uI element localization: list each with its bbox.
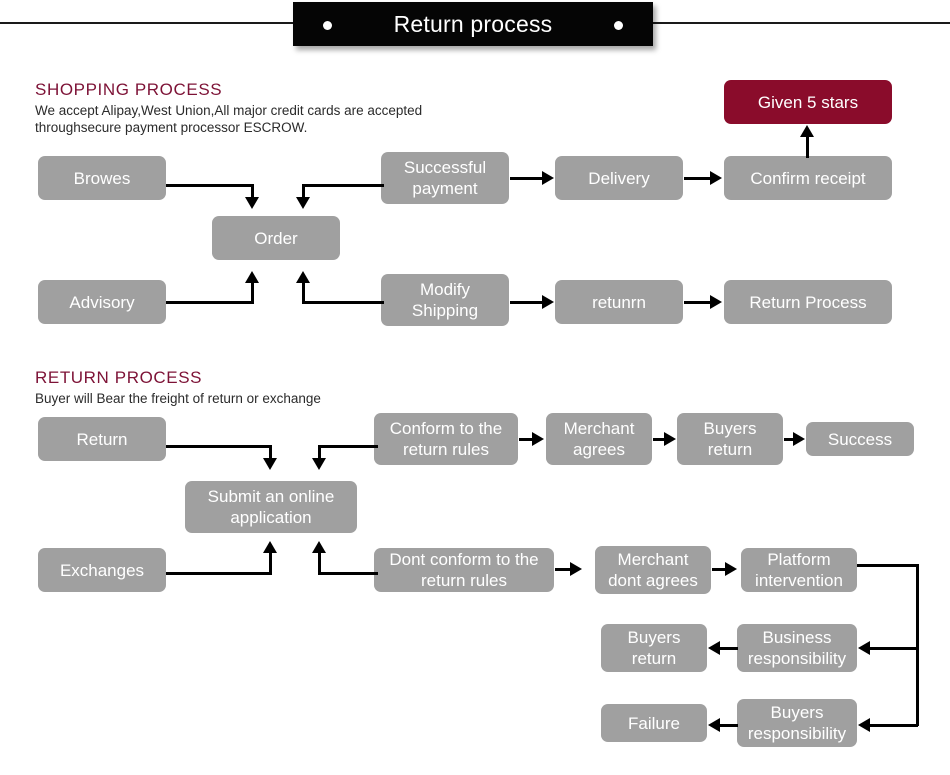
node-conform-rules[interactable]: Conform to the return rules [374, 413, 518, 465]
connector-payment-delivery [510, 177, 544, 180]
connector-platform-busbar-h [857, 564, 919, 567]
node-failure[interactable]: Failure [601, 704, 707, 742]
connector-return-submit-v [269, 445, 272, 461]
arrow-advisory-to-order [245, 271, 259, 283]
connector-browes-order-h [166, 184, 254, 187]
arrow-dontconform-to-merchantdont [570, 562, 582, 576]
arrow-merchantdont-to-platform [725, 562, 737, 576]
node-success[interactable]: Success [806, 422, 914, 456]
connector-retunrn-returnprocess [684, 301, 712, 304]
banner-left-dot-icon [323, 21, 332, 30]
connector-modify-retunrn [510, 301, 544, 304]
section-subtitle-shopping: We accept Alipay,West Union,All major cr… [35, 103, 423, 135]
arrow-confirm-to-stars [800, 125, 814, 137]
arrow-conform-to-submit [312, 458, 326, 470]
node-advisory[interactable]: Advisory [38, 280, 166, 324]
connector-busbar-v [916, 564, 919, 726]
connector-merchantdont-platform [712, 568, 726, 571]
connector-browes-order-v [251, 184, 254, 200]
page-title: Return process [393, 10, 553, 37]
node-submit-application[interactable]: Submit an online application [185, 481, 357, 533]
connector-delivery-confirm [684, 177, 712, 180]
node-buyers-responsibility[interactable]: Buyers responsibility [737, 699, 857, 747]
connector-advisory-order-v [251, 283, 254, 304]
connector-dontconform-submit-h [318, 572, 378, 575]
node-order[interactable]: Order [212, 216, 340, 260]
arrow-merchant-to-buyers [664, 432, 676, 446]
section-title-shopping: SHOPPING PROCESS [35, 80, 223, 99]
connector-conform-submit-h [318, 445, 378, 448]
connector-business-buyersreturn-h [720, 647, 738, 650]
arrow-dontconform-to-submit [312, 541, 326, 553]
node-business-responsibility[interactable]: Business responsibility [737, 624, 857, 672]
arrow-modify-to-order [296, 271, 310, 283]
node-merchant-dont-agrees[interactable]: Merchant dont agrees [595, 546, 711, 594]
arrow-modify-to-retunrn [542, 295, 554, 309]
connector-busbar-business-h [870, 647, 918, 650]
node-platform-intervention[interactable]: Platform intervention [741, 548, 857, 592]
arrow-payment-to-delivery [542, 171, 554, 185]
arrow-buyersresp-to-failure [708, 718, 720, 732]
connector-return-submit-h [166, 445, 272, 448]
connector-buyersresp-failure-h [720, 724, 738, 727]
arrow-delivery-to-confirm [710, 171, 722, 185]
connector-modify-order-h [302, 301, 384, 304]
arrow-payment-to-order [296, 197, 310, 209]
connector-dontconform-submit-v [318, 553, 321, 575]
node-return[interactable]: Return [38, 417, 166, 461]
node-buyers-return-top[interactable]: Buyers return [677, 413, 783, 465]
node-given-5-stars[interactable]: Given 5 stars [724, 80, 892, 124]
connector-confirm-stars-v [806, 136, 809, 158]
arrow-exchanges-to-submit [263, 541, 277, 553]
arrow-browes-to-order [245, 197, 259, 209]
page-title-banner: Return process [293, 2, 653, 46]
connector-conform-submit-v [318, 445, 321, 461]
node-confirm-receipt[interactable]: Confirm receipt [724, 156, 892, 200]
node-buyers-return-mid[interactable]: Buyers return [601, 624, 707, 672]
arrow-conform-to-merchant [532, 432, 544, 446]
connector-dontconform-merchantdont [555, 568, 571, 571]
node-successful-payment[interactable]: Successful payment [381, 152, 509, 204]
arrow-buyers-to-success [793, 432, 805, 446]
node-retunrn[interactable]: retunrn [555, 280, 683, 324]
node-modify-shipping[interactable]: Modify Shipping [381, 274, 509, 326]
connector-busbar-buyersresp-h [870, 724, 918, 727]
connector-exchanges-submit-v [269, 553, 272, 575]
connector-payment-order-h [302, 184, 384, 187]
node-browes[interactable]: Browes [38, 156, 166, 200]
node-return-process[interactable]: Return Process [724, 280, 892, 324]
arrow-business-to-buyersreturn [708, 641, 720, 655]
connector-exchanges-submit-h [166, 572, 272, 575]
node-dont-conform-rules[interactable]: Dont conform to the return rules [374, 548, 554, 592]
connector-payment-order-v [302, 184, 305, 200]
banner-right-dot-icon [614, 21, 623, 30]
node-merchant-agrees[interactable]: Merchant agrees [546, 413, 652, 465]
node-delivery[interactable]: Delivery [555, 156, 683, 200]
connector-conform-merchant [519, 438, 533, 441]
connector-buyers-success [784, 438, 794, 441]
node-exchanges[interactable]: Exchanges [38, 548, 166, 592]
section-subtitle-return: Buyer will Bear the freight of return or… [35, 391, 321, 406]
connector-advisory-order-h [166, 301, 254, 304]
arrow-retunrn-to-returnprocess [710, 295, 722, 309]
arrow-busbar-to-buyersresp [858, 718, 870, 732]
arrow-busbar-to-business [858, 641, 870, 655]
connector-merchant-buyers [653, 438, 665, 441]
connector-modify-order-v [302, 283, 305, 304]
section-title-return: RETURN PROCESS [35, 368, 203, 387]
arrow-return-to-submit [263, 458, 277, 470]
